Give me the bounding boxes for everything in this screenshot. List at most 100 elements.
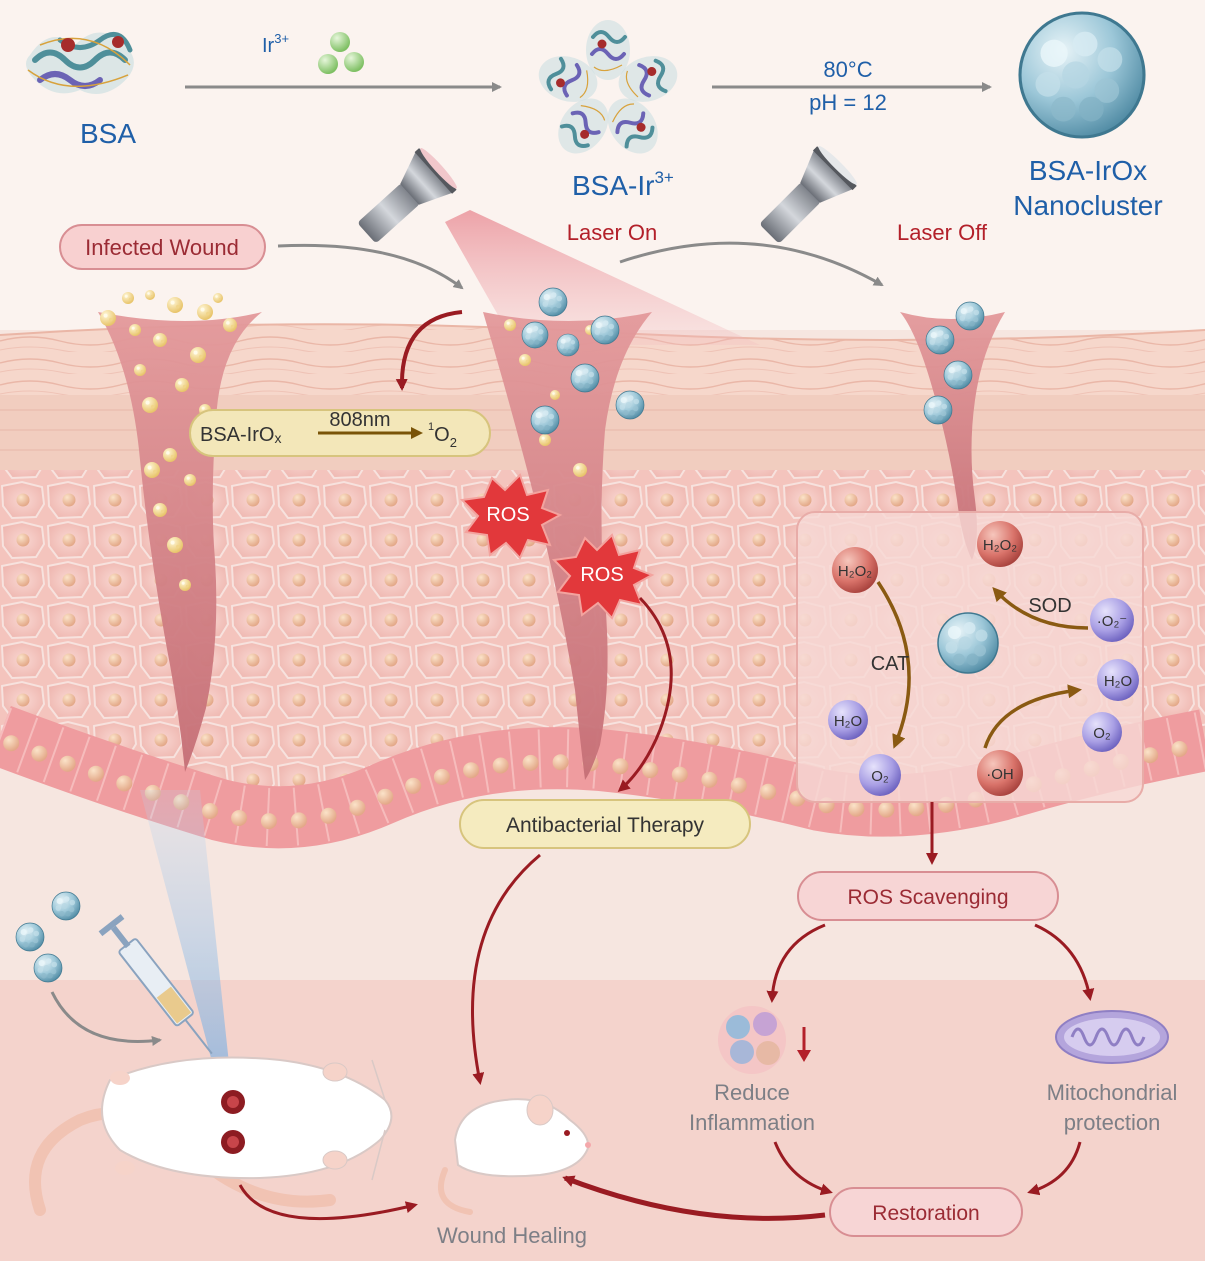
arrow-mitochondria-to-restoration [1027, 1141, 1082, 1196]
svg-text:H₂O₂: H₂O₂ [838, 563, 872, 580]
arrow-to-inflammation [766, 923, 826, 1003]
cat-arrow [876, 581, 911, 749]
mitochondrial-protection-line2: protection [1064, 1110, 1161, 1135]
ros-scavenging-pill [797, 871, 1059, 921]
laser-beam [445, 210, 760, 345]
molecule-h2o-left: H₂O [828, 700, 868, 740]
product-label-line2: Nanocluster [1013, 190, 1162, 221]
basal-nucleus [349, 799, 366, 816]
basal-nucleus [202, 803, 218, 819]
basal-nucleus [642, 762, 659, 779]
antibacterial-therapy-label: Antibacterial Therapy [506, 814, 705, 837]
reduce-inflammation-line1: Reduce [714, 1080, 790, 1105]
arrow-to-mitochondria [1034, 923, 1095, 1001]
molecule-h2o2-left: H₂O₂ [832, 547, 878, 593]
ph-label: pH = 12 [809, 90, 887, 115]
arrow-laser-on-to-off [619, 241, 884, 287]
svg-text:·OH: ·OH [986, 766, 1014, 783]
ros-burst-1: ROS [459, 473, 563, 560]
bsa-ir-complex-icon [530, 20, 686, 163]
ir-ions-icon [318, 32, 364, 74]
wound-middle [483, 312, 652, 780]
basal-nucleus [320, 807, 337, 824]
ir-ion-label: Ir3+ [262, 31, 289, 57]
basal-nucleus [405, 777, 422, 794]
basal-nucleus [730, 777, 747, 794]
ros-scavenging-label: ROS Scavenging [847, 886, 1008, 909]
arrow-inflammation-to-restoration [773, 1141, 833, 1196]
sod-label: SOD [1028, 595, 1071, 617]
svg-text:O₂: O₂ [1093, 725, 1111, 742]
reduce-inflammation-line2: Inflammation [689, 1110, 815, 1135]
arrow-injection [50, 991, 162, 1046]
arrow-to-reaction [395, 310, 463, 391]
ros-label-1: ROS [486, 504, 529, 526]
basal-nucleus [760, 783, 777, 800]
ros-burst-2: ROS [551, 533, 655, 620]
cat-label: CAT [871, 653, 910, 675]
basal-nucleus [377, 788, 394, 805]
svg-text:H₂O: H₂O [1104, 673, 1132, 690]
basal-nucleus [671, 766, 688, 783]
mitochondria-icon [1055, 1010, 1169, 1064]
basal-nucleus [433, 768, 450, 785]
arrow-ros-to-therapy [617, 596, 673, 792]
inflammatory-cells-icon [718, 1006, 786, 1074]
infected-wound-label: Infected Wound [85, 235, 239, 260]
basal-nucleus [848, 800, 865, 817]
arrow-restoration-to-healing [562, 1175, 826, 1221]
molecule-h2o2-right: H₂O₂ [977, 521, 1023, 567]
molecule-superoxide: ·O₂⁻ [1090, 598, 1134, 642]
molecule-h2o-right: H₂O [1097, 659, 1139, 701]
mitochondrial-protection-line1: Mitochondrial [1047, 1080, 1178, 1105]
basal-nucleus [612, 758, 629, 775]
molecule-o2-right: O₂ [1082, 712, 1122, 752]
svg-text:H₂O: H₂O [834, 713, 862, 730]
bsa-label: BSA [80, 118, 136, 149]
basal-nucleus [3, 735, 20, 752]
injected-nanoclusters [15, 891, 81, 983]
basal-nucleus [116, 775, 133, 792]
temperature-label: 80°C [823, 57, 872, 82]
injection-beam [140, 790, 232, 1092]
svg-text:O₂: O₂ [871, 768, 889, 785]
laser-off-flashlight-icon [760, 146, 857, 243]
basal-nucleus [31, 745, 48, 762]
reaction-reagent-label: BSA-IrOx [200, 424, 281, 446]
basal-nucleus [87, 765, 104, 782]
wound-healing-label: Wound Healing [437, 1223, 587, 1248]
laser-on-flashlight-icon [358, 148, 457, 242]
basal-nucleus [522, 754, 539, 771]
basal-nucleus [1142, 747, 1159, 764]
restoration-pill [829, 1187, 1023, 1237]
infected-wound-pill [59, 224, 266, 270]
antibacterial-therapy-pill [459, 799, 751, 849]
bsa-protein-icon [26, 31, 134, 94]
arrow-wound-to-laser-on [277, 243, 464, 290]
basal-nucleus [231, 810, 248, 826]
wavelength-label: 808nm [329, 409, 390, 431]
wound-right [900, 312, 1005, 560]
svg-text:·O₂⁻: ·O₂⁻ [1097, 613, 1127, 630]
laser-off-label: Laser Off [897, 220, 988, 245]
molecule-hydroxyl: ·OH [977, 750, 1023, 796]
singlet-oxygen-label: 1O2 [428, 421, 457, 450]
basal-nucleus [1171, 741, 1188, 757]
decrease-arrow-icon [797, 1027, 811, 1062]
restoration-label: Restoration [872, 1202, 979, 1225]
basal-nucleus [908, 800, 925, 817]
basal-nucleus [552, 754, 569, 771]
panel-nanocluster-icon [937, 612, 999, 674]
sod-arrow [992, 587, 1089, 630]
healed-mouse-icon [438, 1094, 591, 1215]
laser-on-label: Laser On [567, 220, 658, 245]
basal-nucleus [59, 755, 76, 772]
product-label-line1: BSA-IrOx [1029, 155, 1147, 186]
basal-nucleus [290, 812, 307, 829]
basal-nucleus [260, 813, 277, 830]
arrow-mouse-to-healing [238, 1184, 418, 1221]
basal-nucleus [492, 757, 509, 774]
molecule-o2-left: O₂ [859, 754, 901, 796]
